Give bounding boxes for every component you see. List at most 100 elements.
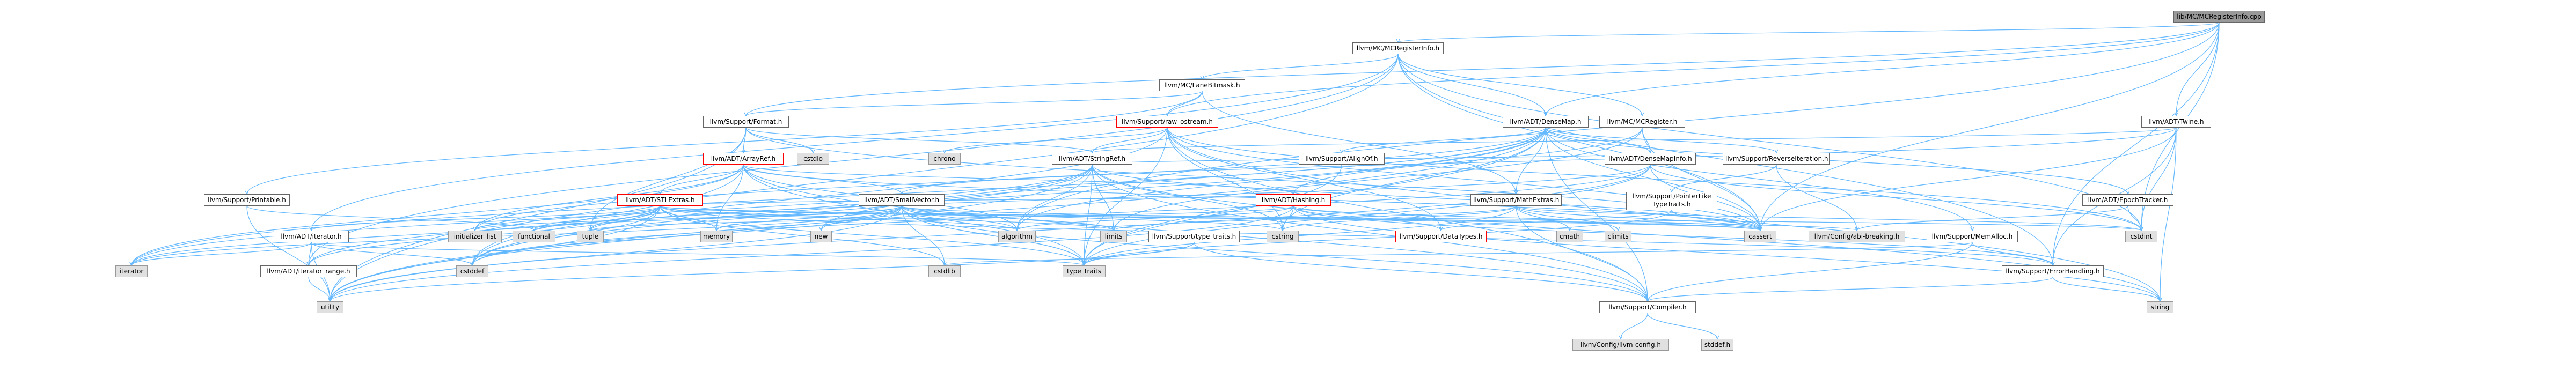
node-twine[interactable]: llvm/ADT/Twine.h [2141,116,2211,128]
node-lanebitmask[interactable]: llvm/MC/LaneBitmask.h [1159,79,1245,91]
node-cassert[interactable]: cassert [1744,231,1776,242]
edge-stlextras-to-iterator_h [311,205,661,231]
node-memalloc[interactable]: llvm/Support/MemAlloc.h [1927,231,2018,242]
node-smallvector[interactable]: llvm/ADT/SmallVector.h [859,194,945,206]
edge-printable-to-functional [246,205,535,231]
edge-mcregister-to-hashing [1293,127,1643,195]
node-utility[interactable]: utility [317,301,343,313]
edge-format_h-to-cstdio [745,127,814,153]
node-datatypes[interactable]: llvm/Support/DataTypes.h [1395,231,1487,242]
edge-root-to-format_h [745,22,2220,116]
node-root[interactable]: lib/MC/MCRegisterInfo.cpp [2174,11,2265,23]
node-limits[interactable]: limits [1100,231,1127,242]
edge-ptrliketypetraits-to-datatypes [1440,210,1672,231]
edge-stringref-to-iterator_range [308,164,1093,266]
edge-densemap-to-compiler [1545,127,1648,302]
edge-errorhandling-to-compiler [1647,277,2053,302]
node-errorhandling[interactable]: llvm/Support/ErrorHandling.h [2002,265,2104,277]
edge-hashing-to-datatypes [1293,205,1441,231]
edge-twine-to-cstdint [2141,127,2177,231]
edge-hashing-to-cstring [1282,205,1294,231]
edge-arrayref-to-smallvector [743,164,902,195]
node-typetraits_llvm[interactable]: llvm/Support/type_traits.h [1148,231,1240,242]
edge-iterator_range-to-utility [308,277,331,302]
edge-ptrliketypetraits-to-cassert [1671,210,1761,231]
edge-mathextras-to-cassert [1516,205,1761,231]
node-functional[interactable]: functional [513,231,555,242]
edge-densemap-to-memalloc [1545,127,1973,231]
edge-compiler-to-stddef [1647,313,1718,339]
edge-densemap-to-cassert [1545,127,1761,231]
edge-alignof-to-type_traits [1084,164,1342,266]
node-stringref[interactable]: llvm/ADT/StringRef.h [1052,153,1132,165]
edge-raw_ostream-to-cstddef [472,127,1168,266]
node-cstdio[interactable]: cstdio [797,153,829,165]
node-stlextras[interactable]: llvm/ADT/STLExtras.h [617,194,703,206]
node-alignof[interactable]: llvm/Support/AlignOf.h [1299,153,1385,165]
edge-stlextras-to-algorithm [660,205,1018,231]
node-mcregister[interactable]: llvm/MC/MCRegister.h [1599,116,1685,128]
node-cstdlib[interactable]: cstdlib [928,265,961,277]
edge-arrayref-to-cassert [743,164,1761,231]
edge-mathextras-to-cstdint [1516,205,2142,231]
edge-densemapinfo-to-type_traits [1084,164,1651,266]
node-hashing[interactable]: llvm/ADT/Hashing.h [1256,194,1331,206]
node-algorithm[interactable]: algorithm [998,231,1036,242]
node-mcreginfo_h[interactable]: llvm/MC/MCRegisterInfo.h [1352,42,1444,54]
node-new[interactable]: new [810,231,832,242]
edge-iterator_h-to-iterator_sys [131,242,312,266]
node-iterator_sys[interactable]: iterator [115,265,148,277]
edge-ptrliketypetraits-to-type_traits [1084,210,1672,266]
edge-raw_ostream-to-datatypes [1167,127,1441,231]
edge-stlextras-to-type_traits [660,205,1085,266]
edge-densemap-to-densemapinfo [1545,127,1651,153]
node-format_h[interactable]: llvm/Support/Format.h [703,116,789,128]
edge-twine-to-string [2160,127,2177,302]
node-epochtracker[interactable]: llvm/ADT/EpochTracker.h [2082,194,2174,206]
node-initializer_list[interactable]: initializer_list [448,231,502,242]
edge-stlextras-to-cstddef [472,205,661,266]
edge-mcreginfo_h-to-cassert [1397,54,1761,231]
node-compiler[interactable]: llvm/Support/Compiler.h [1599,301,1696,313]
edge-twine-to-smallvector [901,127,2177,195]
node-stddef[interactable]: stddef.h [1701,339,1733,351]
edge-smallvector-to-functional [533,205,902,231]
node-cmath[interactable]: cmath [1556,231,1583,242]
edge-stlextras-to-tuple [590,205,661,231]
edge-root-to-raw_ostream [1167,22,2220,116]
edge-memalloc-to-compiler [1647,242,1973,302]
node-reverseiter[interactable]: llvm/Support/ReverseIteration.h [1723,153,1830,165]
node-ptrliketypetraits[interactable]: llvm/Support/PointerLike TypeTraits.h [1626,192,1717,210]
node-iterator_h[interactable]: llvm/ADT/iterator.h [274,231,349,242]
edge-twine-to-cassert [1760,127,2177,231]
node-chrono[interactable]: chrono [928,153,961,165]
edge-printable-to-utility [246,205,331,302]
node-arrayref[interactable]: llvm/ADT/ArrayRef.h [703,153,784,165]
edge-lanebitmask-to-mathextras [1202,91,1517,195]
node-tuple[interactable]: tuple [577,231,604,242]
node-cstdint[interactable]: cstdint [2125,231,2157,242]
node-printable[interactable]: llvm/Support/Printable.h [204,194,290,206]
node-string[interactable]: string [2147,301,2174,313]
edge-raw_ostream-to-stringref [1092,127,1168,153]
node-climits[interactable]: climits [1605,231,1631,242]
node-cstddef[interactable]: cstddef [456,265,488,277]
node-mathextras[interactable]: llvm/Support/MathExtras.h [1470,194,1562,206]
node-config_breaking[interactable]: llvm/Config/abi-breaking.h [1809,231,1905,242]
edge-mathextras-to-limits [1113,205,1517,231]
node-llvm_config[interactable]: llvm/Config/llvm-config.h [1572,339,1669,351]
node-memory[interactable]: memory [700,231,733,242]
edge-mcregister-to-limits [1113,127,1643,231]
node-type_traits[interactable]: type_traits [1063,265,1106,277]
edge-densemapinfo-to-tuple [590,164,1651,231]
edge-root-to-errorhandling [2052,22,2220,266]
node-raw_ostream[interactable]: llvm/Support/raw_ostream.h [1116,116,1218,128]
node-cstring[interactable]: cstring [1267,231,1299,242]
node-iterator_range[interactable]: llvm/ADT/iterator_range.h [260,265,357,277]
node-densemap[interactable]: llvm/ADT/DenseMap.h [1503,116,1589,128]
edge-raw_ostream-to-chrono [944,127,1168,153]
edge-mathextras-to-cmath [1516,205,1570,231]
edge-densemap-to-new [821,127,1546,231]
node-densemapinfo[interactable]: llvm/ADT/DenseMapInfo.h [1605,153,1696,165]
